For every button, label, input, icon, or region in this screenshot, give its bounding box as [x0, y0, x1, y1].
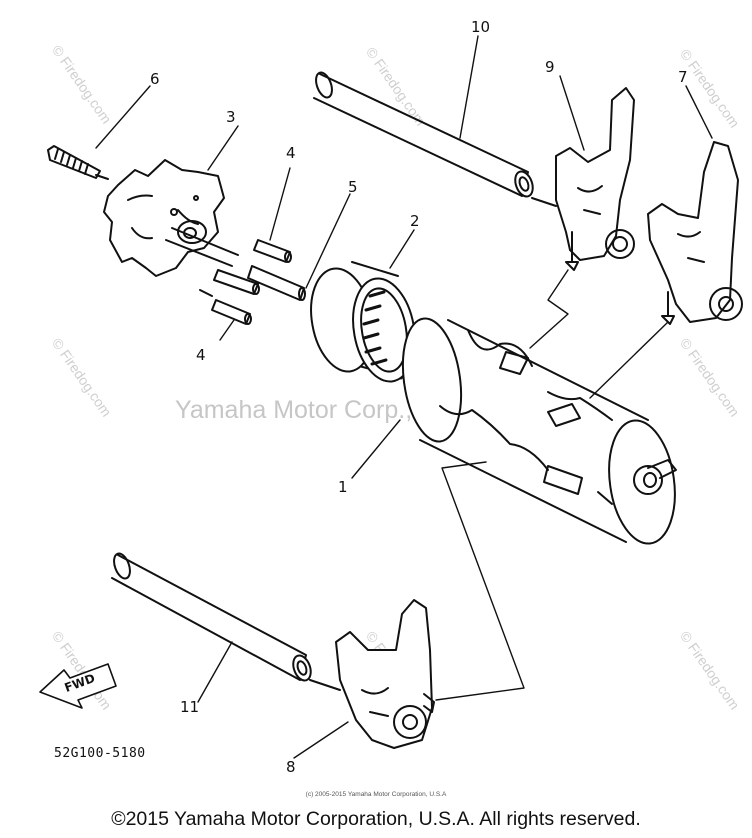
callout-3: 3: [226, 108, 236, 126]
callout-6: 6: [150, 70, 160, 88]
callout-11: 11: [180, 698, 200, 716]
callout-1: 1: [338, 478, 348, 496]
shift-drum-part-1: [401, 317, 677, 545]
guide-bar-part-11: [111, 552, 341, 691]
copyright-main: ©2015 Yamaha Motor Corporation, U.S.A. A…: [111, 808, 641, 830]
fwd-arrow-icon: [39, 663, 117, 709]
pins-part-4-5: [199, 239, 306, 325]
bearing-part-2: [310, 261, 416, 383]
callout-2: 2: [410, 212, 420, 230]
guide-bar-part-10: [313, 71, 557, 207]
callout-8: 8: [286, 758, 296, 776]
callout-4-lower: 4: [196, 346, 206, 364]
leader-lines: [95, 35, 713, 759]
copyright-small: (c) 2005-2015 Yamaha Motor Corporation, …: [305, 791, 447, 798]
callout-7: 7: [678, 68, 688, 86]
callout-4-upper: 4: [286, 144, 296, 162]
callout-10: 10: [471, 18, 491, 36]
callout-5: 5: [348, 178, 358, 196]
bolt-part-6: [47, 145, 109, 180]
shift-fork-part-8: [335, 599, 435, 749]
shift-fork-part-9: [555, 87, 635, 271]
shift-fork-part-7: [647, 141, 743, 325]
part-code: 52G100-5180: [54, 746, 146, 761]
callout-9: 9: [545, 58, 555, 76]
segment-part-3: [103, 159, 239, 277]
